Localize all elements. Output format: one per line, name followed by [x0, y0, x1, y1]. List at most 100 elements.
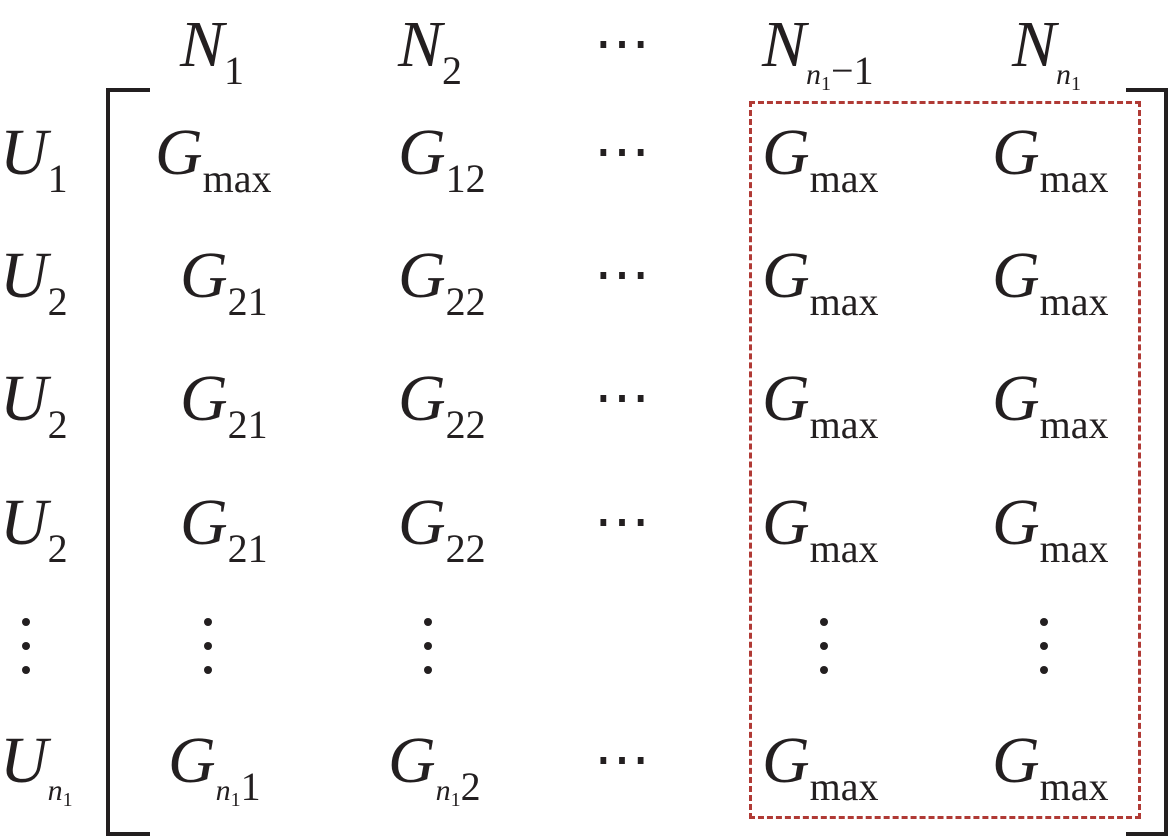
column-header-4-base: N	[762, 8, 807, 81]
column-header-3-ellipsis: ⋯	[594, 13, 652, 75]
column-header-1-subscript-text: 1	[224, 48, 245, 93]
dot	[204, 642, 212, 650]
cell-r2-c4-subscript-text: max	[809, 279, 879, 324]
row-label-4-subscript-text: 2	[47, 526, 68, 571]
cell-r3-c1-subscript: 21	[228, 402, 268, 447]
column-header-2-base: N	[398, 8, 443, 81]
column-header-4-subscript: n1−1	[806, 48, 874, 95]
cell-r6-c1: Gn11	[168, 728, 261, 811]
cell-r1-c5-subscript: max	[1040, 156, 1109, 201]
cell-r1-c5-subscript-text: max	[1039, 156, 1109, 201]
cell-r4-c1-subscript: 21	[228, 526, 268, 571]
row-label-4: U2	[0, 490, 68, 569]
cell-r6-c1-subscript-index: n	[215, 774, 231, 807]
cell-r3-c5-base: G	[992, 362, 1040, 435]
cell-r3-c2-subscript-text: 22	[445, 402, 486, 447]
cell-r6-c4-base: G	[762, 724, 810, 797]
cell-r2-c1-subscript: 21	[228, 279, 268, 324]
column-header-1-subscript: 1	[224, 48, 244, 93]
cell-r4-c4: Gmax	[762, 490, 879, 569]
row-label-3-base: U	[0, 362, 48, 435]
dot	[1040, 618, 1048, 626]
column-header-5: Nn1	[1012, 12, 1081, 95]
cell-r4-c5-subscript-text: max	[1039, 526, 1109, 571]
cell-r4-c4-subscript-text: max	[809, 526, 879, 571]
cell-r3-c5-subscript-text: max	[1039, 402, 1109, 447]
dot	[820, 666, 828, 674]
dot	[1040, 642, 1048, 650]
cell-r3-c4-subscript-text: max	[809, 402, 879, 447]
row-label-2-subscript: 2	[48, 279, 68, 324]
column-header-2-subscript-text: 2	[442, 48, 463, 93]
cell-r6-c2-base: G	[388, 724, 436, 797]
cell-r1-c2: G12	[398, 120, 486, 199]
cell-r6-c3-ellipsis: ⋯	[594, 729, 652, 791]
column-header-5-base: N	[1012, 8, 1057, 81]
cell-r1-c2-base: G	[398, 116, 446, 189]
cell-r1-c4-subscript-text: max	[809, 156, 879, 201]
cell-r3-c5-subscript: max	[1040, 402, 1109, 447]
column-header-5-subscript-index: n	[1056, 58, 1072, 91]
cell-r4-c1-subscript-text: 21	[227, 526, 268, 571]
cell-r4-c2-subscript: 22	[446, 526, 486, 571]
dot	[22, 618, 30, 626]
row-label-2: U2	[0, 243, 68, 322]
column-header-2-subscript: 2	[442, 48, 462, 93]
row-label-6-subscript-index: n	[47, 774, 63, 807]
cell-r6-c5-subscript: max	[1040, 764, 1109, 809]
cell-r3-c4: Gmax	[762, 366, 879, 445]
column-header-2: N2	[398, 12, 462, 91]
cell-r3-c4-base: G	[762, 362, 810, 435]
cell-r2-c2-subscript-text: 22	[445, 279, 486, 324]
cell-r1-c3-ellipsis: ⋯	[594, 121, 652, 183]
row-label-6-subscript-index-subscript: 1	[62, 789, 73, 811]
cell-r6-c1-subscript-index-subscript: 1	[230, 789, 241, 811]
row-label-6: Un1	[0, 728, 73, 811]
column-header-4-subscript-suffix: −1	[831, 48, 874, 93]
cell-r6-c2-subscript-index: n	[435, 774, 451, 807]
row-label-6-subscript: n1	[47, 764, 73, 811]
cell-r5-c2-vertical-ellipsis	[422, 618, 434, 678]
cell-r3-c1: G21	[180, 366, 268, 445]
cell-r2-c2: G22	[398, 243, 486, 322]
cell-r4-c2: G22	[398, 490, 486, 569]
column-header-4-subscript-index: n	[806, 58, 822, 91]
row-label-3-subscript: 2	[48, 402, 68, 447]
cell-r6-c5: Gmax	[992, 728, 1109, 807]
cell-r3-c2-base: G	[398, 362, 446, 435]
cell-r4-c4-base: G	[762, 486, 810, 559]
row-label-1: U1	[0, 120, 68, 199]
cell-r2-c5-base: G	[992, 239, 1040, 312]
cell-r4-c5-subscript: max	[1040, 526, 1109, 571]
row-label-4-base: U	[0, 486, 48, 559]
cell-r4-c3-ellipsis: ⋯	[594, 491, 652, 553]
cell-r4-c2-subscript-text: 22	[445, 526, 486, 571]
cell-r2-c3-ellipsis: ⋯	[594, 244, 652, 306]
cell-r3-c1-subscript-text: 21	[227, 402, 268, 447]
column-header-1: N1	[180, 12, 244, 91]
column-header-5-subscript-index-subscript: 1	[1071, 73, 1082, 95]
row-label-1-subscript: 1	[48, 156, 68, 201]
cell-r6-c1-base: G	[168, 724, 216, 797]
cell-r5-c5-vertical-ellipsis	[1038, 618, 1050, 678]
dot	[22, 666, 30, 674]
cell-r5-c1-vertical-ellipsis	[202, 618, 214, 678]
dot	[1040, 666, 1048, 674]
row-label-1-base: U	[0, 116, 48, 189]
cell-r6-c4-subscript: max	[810, 764, 879, 809]
row-label-3-subscript-text: 2	[47, 402, 68, 447]
row-label-3: U2	[0, 366, 68, 445]
left-bracket	[106, 88, 150, 836]
cell-r6-c5-base: G	[992, 724, 1040, 797]
cell-r1-c1: Gmax	[155, 120, 272, 199]
cell-r1-c4-subscript: max	[810, 156, 879, 201]
cell-r3-c5: Gmax	[992, 366, 1109, 445]
cell-r5-c4-vertical-ellipsis	[818, 618, 830, 678]
row-label-4-subscript: 2	[48, 526, 68, 571]
cell-r1-c1-subscript-text: max	[202, 156, 272, 201]
cell-r1-c1-subscript: max	[203, 156, 272, 201]
dot	[204, 666, 212, 674]
cell-r1-c4: Gmax	[762, 120, 879, 199]
cell-r2-c5: Gmax	[992, 243, 1109, 322]
cell-r4-c5-base: G	[992, 486, 1040, 559]
